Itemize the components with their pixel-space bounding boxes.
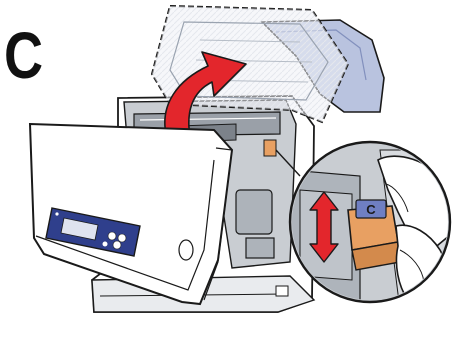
cartridge-hint	[264, 140, 276, 156]
toner-cartridge: C	[348, 200, 400, 270]
cartridge-letter: C	[366, 202, 376, 217]
open-front-cover	[30, 124, 232, 304]
